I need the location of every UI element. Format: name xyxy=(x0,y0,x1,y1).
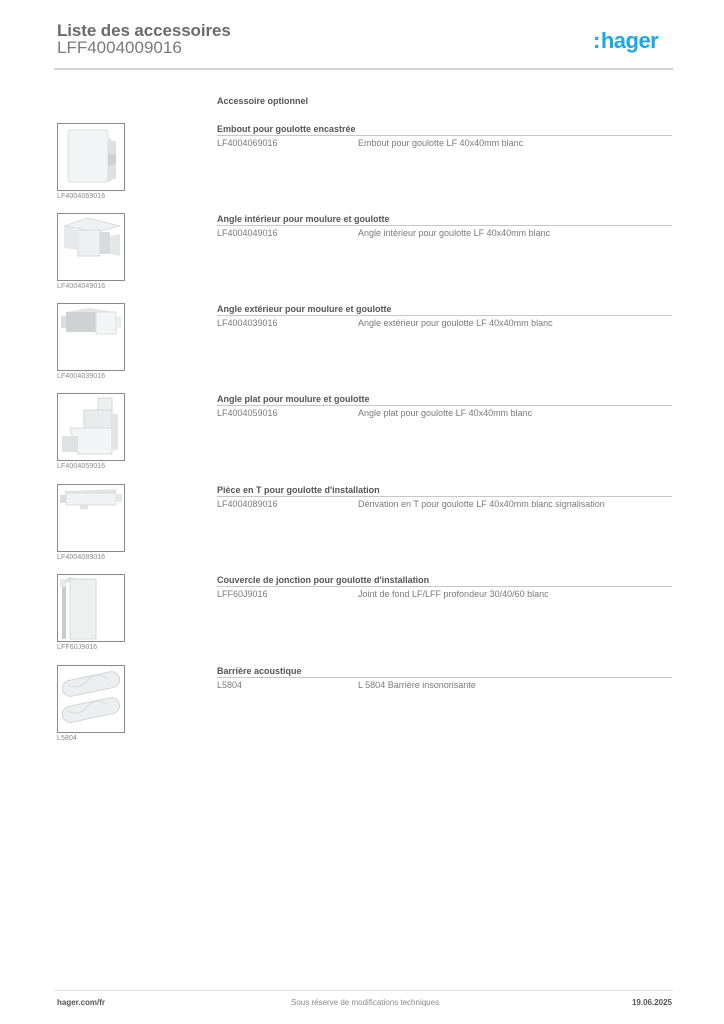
accessory-item: LF4004049016 Angle intérieur pour moulur… xyxy=(0,213,724,303)
accessory-item: LF4004039016 Angle extérieur pour moulur… xyxy=(0,303,724,393)
item-divider xyxy=(217,586,672,587)
image-caption: LFF60J9016 xyxy=(57,644,98,651)
item-description: Joint de fond LF/LFF profondeur 30/40/60… xyxy=(358,589,549,599)
image-caption: LF4004049016 xyxy=(57,283,106,290)
item-description: Angle plat pour goulotte LF 40x40mm blan… xyxy=(358,408,533,418)
item-heading: Pièce en T pour goulotte d'installation xyxy=(217,485,380,495)
item-reference: LF4004069016 xyxy=(217,138,278,148)
flat-angle-image xyxy=(57,393,125,461)
item-divider xyxy=(217,496,672,497)
item-divider xyxy=(217,677,672,678)
item-heading: Barrière acoustique xyxy=(217,666,302,676)
t-piece-image xyxy=(57,484,125,552)
logo-text: hager xyxy=(600,28,659,53)
image-caption: L5804 xyxy=(57,735,77,742)
item-reference: LF4004039016 xyxy=(217,318,278,328)
accessory-item: LF4004069016 Embout pour goulotte encast… xyxy=(0,123,724,213)
accessory-item: LFF60J9016 Couvercle de jonction pour go… xyxy=(0,574,724,664)
logo-colon: : xyxy=(593,28,600,53)
item-description: Angle extérieur pour goulotte LF 40x40mm… xyxy=(358,318,553,328)
inner-angle-image xyxy=(57,213,125,281)
item-reference: L5804 xyxy=(217,680,243,690)
item-heading: Angle extérieur pour moulure et goulotte xyxy=(217,304,392,314)
item-heading: Angle plat pour moulure et goulotte xyxy=(217,394,370,404)
footer-disclaimer: Sous réserve de modifications techniques xyxy=(291,998,440,1007)
acoustic-barrier-image xyxy=(57,665,125,733)
joint-cover-image xyxy=(57,574,125,642)
item-heading: Couvercle de jonction pour goulotte d'in… xyxy=(217,575,430,585)
accessory-item: LF4004089016 Pièce en T pour goulotte d'… xyxy=(0,484,724,574)
footer-date: 19.06.2025 xyxy=(631,998,672,1007)
item-divider xyxy=(217,315,672,316)
page-title: Liste des accessoires xyxy=(57,21,231,40)
item-heading: Angle intérieur pour moulure et goulotte xyxy=(217,214,390,224)
item-divider xyxy=(217,405,672,406)
section-title: Accessoire optionnel xyxy=(217,96,309,106)
item-description: Angle intérieur pour goulotte LF 40x40mm… xyxy=(358,228,551,238)
image-caption: LF4004039016 xyxy=(57,373,106,380)
end-cap-image xyxy=(57,123,125,191)
item-heading: Embout pour goulotte encastrée xyxy=(217,124,356,134)
accessory-item: L5804 Barrière acoustique L5804 L 5804 B… xyxy=(0,665,724,755)
image-caption: LF4004089016 xyxy=(57,554,106,561)
hager-logo: :hager xyxy=(593,28,659,54)
item-description: L 5804 Barrière insonorisante xyxy=(358,680,476,690)
item-reference: LF4004089016 xyxy=(217,499,278,509)
item-reference: LF4004049016 xyxy=(217,228,278,238)
item-description: Embout pour goulotte LF 40x40mm blanc xyxy=(358,138,524,148)
item-reference: LFF60J9016 xyxy=(217,589,268,599)
header-divider xyxy=(54,68,673,70)
image-caption: LF4004069016 xyxy=(57,193,106,200)
product-reference: LFF4004009016 xyxy=(57,38,182,57)
item-divider xyxy=(217,135,672,136)
outer-angle-image xyxy=(57,303,125,371)
footer-website-link[interactable]: hager.com/fr xyxy=(57,998,106,1007)
footer-divider xyxy=(54,990,673,991)
item-reference: LF4004059016 xyxy=(217,408,278,418)
image-caption: LF4004059016 xyxy=(57,463,106,470)
item-divider xyxy=(217,225,672,226)
item-description: Dérivation en T pour goulotte LF 40x40mm… xyxy=(358,499,605,509)
accessory-item: LF4004059016 Angle plat pour moulure et … xyxy=(0,393,724,483)
